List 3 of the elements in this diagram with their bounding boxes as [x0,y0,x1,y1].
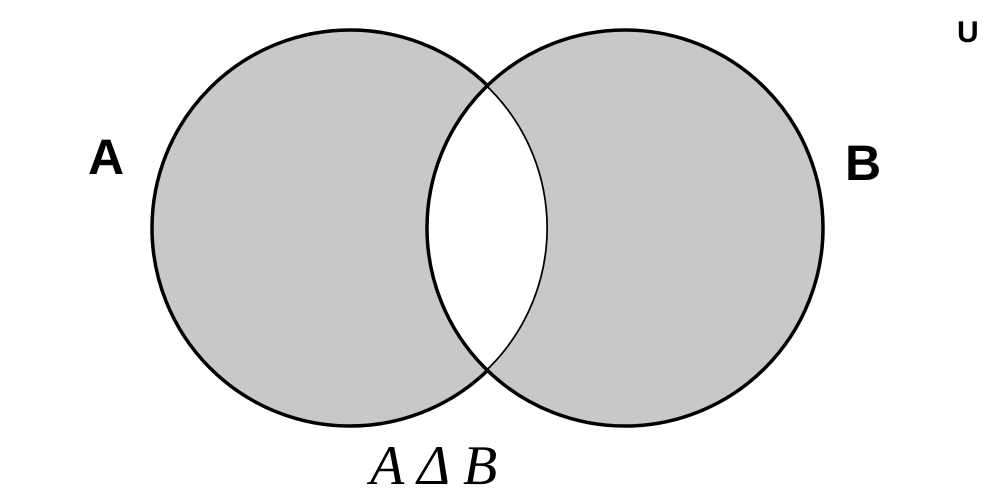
set-label: B [845,138,882,188]
universe-label: U [957,18,979,48]
set-label: A [88,132,124,182]
